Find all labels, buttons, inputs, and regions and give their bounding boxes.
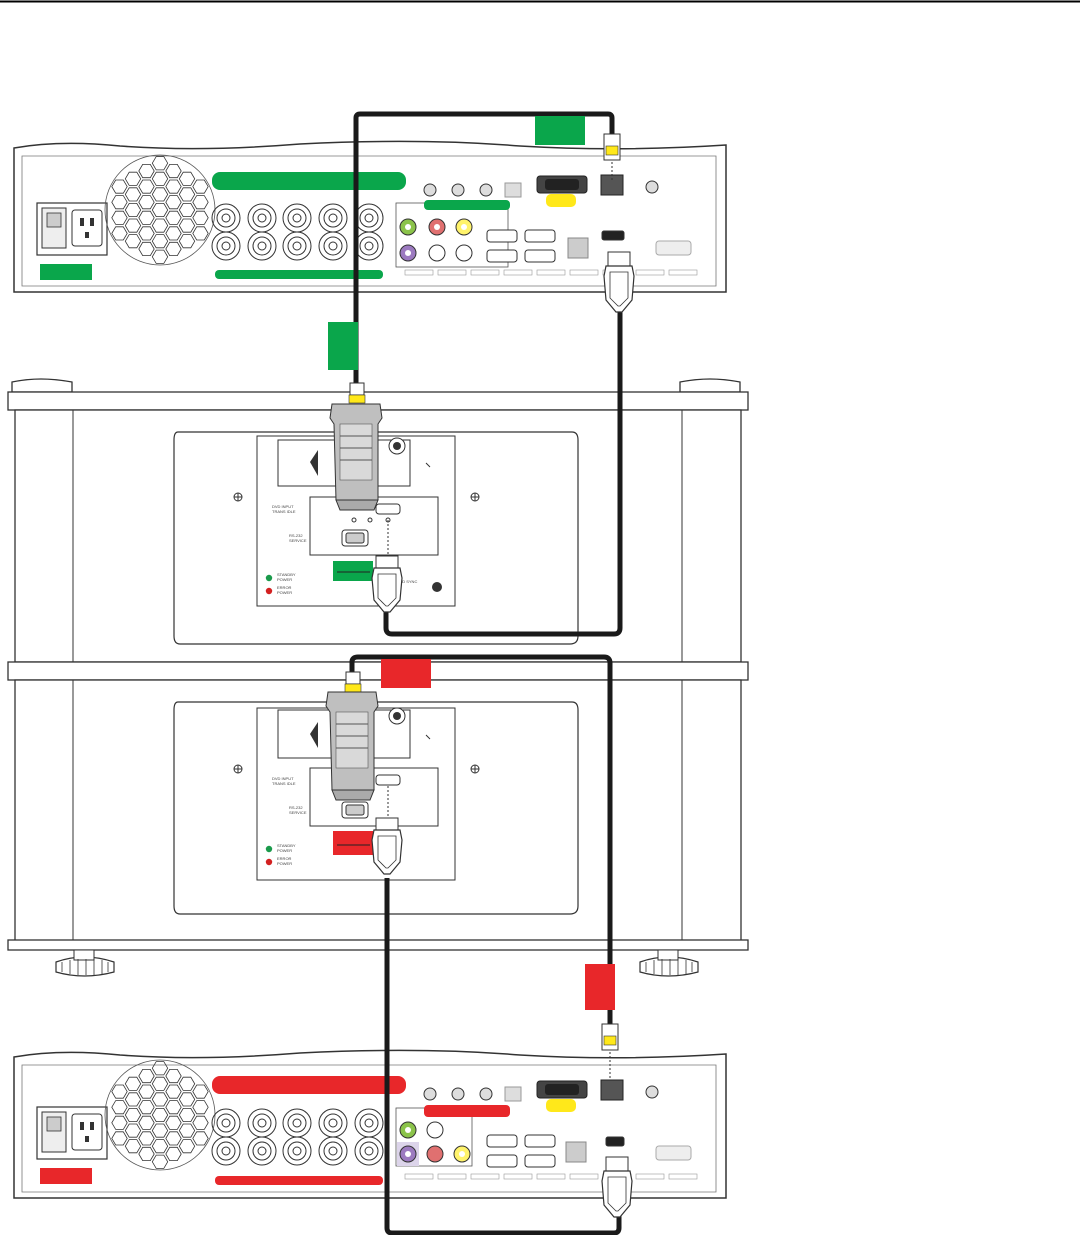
bnc-connector-icon [329,242,337,250]
vga-port-icon [656,241,691,255]
yellow-highlight [546,1099,576,1112]
panel-label-error: ERRORPOWER [277,856,292,866]
bnc-connector-icon [222,242,230,250]
svg-text:POWER: POWER [277,577,292,582]
bnc-connector-icon [222,1147,230,1155]
bnc-connector-icon [258,214,266,222]
stack-lug-right [680,379,740,392]
bnc-connector-icon [293,1147,301,1155]
usb-port-icon [505,1087,521,1101]
bnc-connector-icon [222,214,230,222]
red-label-strip-bottom [215,1176,383,1185]
stack-lug-left [12,379,72,392]
green-panel-tag [333,561,373,581]
stack-foot-left [56,950,114,976]
red-badge-tag [40,1168,92,1184]
usb-port-icon [505,183,521,197]
hdmi-plug-icon [602,1157,632,1217]
svg-text:POWER: POWER [277,848,292,853]
red-cable-tag-top [381,659,431,688]
bnc-connector-icon [329,1147,337,1155]
svg-text:SERVICE: SERVICE [289,810,307,815]
error-led-icon [266,588,272,594]
green-badge-tag [40,264,92,280]
svg-text:POWER: POWER [277,590,292,595]
bnc-connector-icon [365,1119,373,1127]
rs232-port-icon [537,176,587,193]
rj45-port-icon [601,1080,623,1100]
green-cable-tag-top [535,116,585,145]
bnc-connector-icon [258,1147,266,1155]
svg-text:TRANS IDLE: TRANS IDLE [272,509,296,514]
trigger-jacks [424,1088,492,1100]
trigger-jacks [424,184,492,196]
bnc-connector-icon [293,214,301,222]
bnc-connector-icon [293,1119,301,1127]
lower-projector-connector-panel: DVD INPUTTRANS IDLE RS-232SERVICE STANDB… [174,702,578,914]
bnc-connector-icon [365,242,373,250]
bnc-connector-icon [293,242,301,250]
bnc-connector-icon [365,214,373,222]
bnc-connector-icon [258,1119,266,1127]
vga-port-icon [656,1146,691,1160]
bnc-connector-icon [329,1119,337,1127]
bnc-connector-icon [222,1119,230,1127]
red-label-strip [212,1076,406,1094]
red-panel-tag [333,831,373,855]
green-input-tag [424,200,510,210]
ethernet-port-icon [568,238,588,258]
bnc-connector-icon [258,242,266,250]
red-cable-tag-vertical [585,964,615,1010]
error-led-icon [266,859,272,865]
standby-led-icon [266,846,272,852]
yellow-highlight [546,194,576,207]
bnc-connector-icon [365,1147,373,1155]
svg-text:3D SYNC: 3D SYNC [400,579,417,584]
ir-jack-icon [646,181,658,193]
stack-foot-right [640,950,698,976]
bnc-connector-icon [329,214,337,222]
red-input-tag [424,1105,510,1117]
green-cable-tag-vertical [328,322,358,370]
ir-jack-icon [646,1086,658,1098]
svg-text:TRANS IDLE: TRANS IDLE [272,781,296,786]
green-label-strip [212,172,406,190]
standby-led-icon [266,575,272,581]
ethernet-port-icon [566,1142,586,1162]
hdmi-plug-icon [604,252,634,312]
svg-text:SERVICE: SERVICE [289,538,307,543]
rs232-port-icon [537,1081,587,1098]
svg-text:POWER: POWER [277,861,292,866]
